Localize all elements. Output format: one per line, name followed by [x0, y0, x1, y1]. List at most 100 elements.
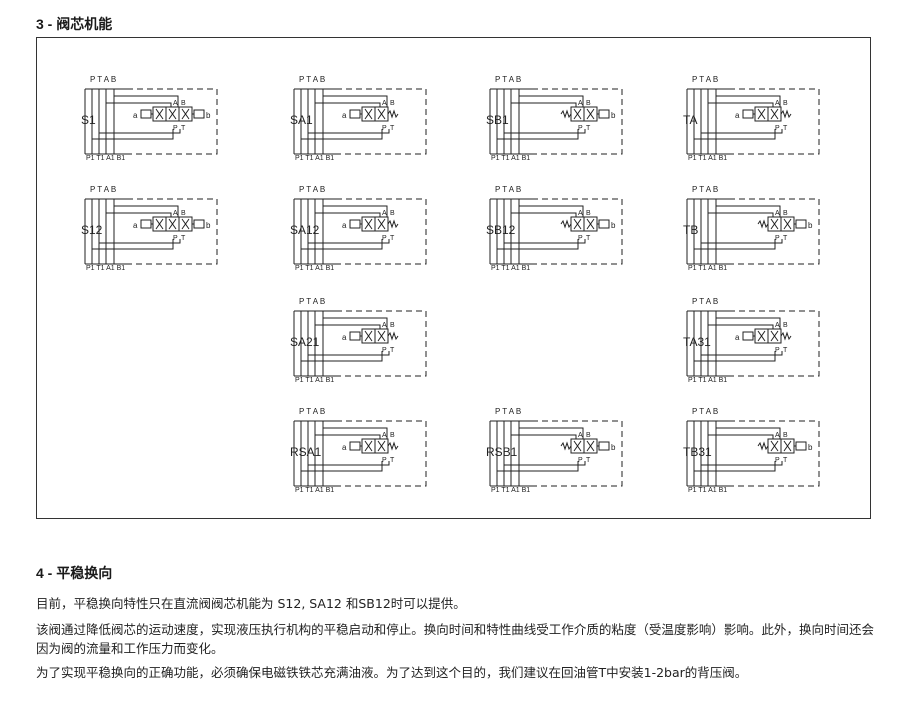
valve-body-outline [532, 420, 623, 487]
spool-port-a: A [173, 210, 178, 217]
line-a [511, 102, 577, 107]
flow-arrow [377, 218, 386, 230]
spool-port-a: A [578, 100, 583, 107]
port-labels-bottom: P1 T1 A1 B1 [86, 155, 125, 162]
solenoid-b [598, 441, 610, 451]
flow-arrow [573, 218, 582, 230]
solenoid-a [349, 441, 361, 451]
valve-body-outline [127, 198, 218, 265]
spool-label: S1 [81, 113, 96, 127]
port-labels-top: P T A B [299, 297, 325, 306]
spool-port-a: A [775, 100, 780, 107]
line-a [315, 324, 381, 329]
port-labels-bottom: P1 T1 A1 B1 [688, 487, 727, 494]
spool-port-a: A [173, 100, 178, 107]
spool-port-b: B [783, 210, 788, 217]
coil-label-a: a [735, 111, 740, 120]
flow-arrow [770, 108, 779, 120]
valve-body-outline [127, 88, 218, 155]
spring-right [387, 109, 399, 119]
coil-label-a: a [342, 443, 347, 452]
flow-arrow [181, 218, 190, 230]
port-labels-top: P T A B [495, 407, 521, 416]
spool-port-b: B [586, 210, 591, 217]
line-p [694, 239, 776, 250]
valve-body-outline [729, 420, 820, 487]
port-labels-top: P T A B [90, 185, 116, 194]
spring-right [387, 441, 399, 451]
line-b [519, 95, 584, 107]
spool-port-a: A [775, 432, 780, 439]
paragraph-1: 目前，平稳换向特性只在直流阀阀芯机能为 S12, SA12 和SB12时可以提供… [36, 596, 466, 611]
coil-label-b: b [611, 221, 616, 230]
port-labels-bottom: P1 T1 A1 B1 [295, 377, 334, 384]
solenoid-a [349, 219, 361, 229]
line-p [694, 129, 776, 140]
spool-port-p: P [173, 235, 178, 242]
flow-arrow [377, 330, 386, 342]
line-a [106, 102, 172, 107]
line-t [701, 351, 783, 356]
flow-arrow [770, 218, 779, 230]
flow-arrow [168, 218, 177, 230]
spool-port-b: B [783, 432, 788, 439]
flow-arrow [364, 218, 373, 230]
line-t [99, 239, 181, 244]
spool-port-a: A [382, 322, 387, 329]
flow-arrow [364, 108, 373, 120]
line-p [92, 129, 174, 140]
line-a [511, 434, 577, 439]
line-p [301, 461, 383, 472]
line-a [708, 324, 774, 329]
coil-label-b: b [206, 221, 211, 230]
line-p [694, 461, 776, 472]
spool-port-a: A [578, 210, 583, 217]
line-b [519, 427, 584, 439]
flow-arrow [181, 108, 190, 120]
solenoid-a [742, 331, 754, 341]
valve-body-outline [336, 88, 427, 155]
spool-port-t: T [390, 457, 395, 464]
line-a [708, 212, 774, 217]
spring-left [757, 441, 769, 451]
spool-port-p: P [382, 457, 387, 464]
solenoid-a [140, 109, 152, 119]
spool-label: TB31 [683, 445, 712, 459]
port-labels-top: P T A B [692, 185, 718, 194]
spool-port-b: B [181, 100, 186, 107]
port-labels-bottom: P1 T1 A1 B1 [295, 155, 334, 162]
solenoid-a [349, 109, 361, 119]
line-b [716, 427, 781, 439]
flow-arrow [573, 440, 582, 452]
spool-port-a: A [382, 432, 387, 439]
line-a [315, 434, 381, 439]
flow-arrow [155, 218, 164, 230]
port-labels-top: P T A B [299, 75, 325, 84]
line-b [323, 95, 388, 107]
spool-port-t: T [390, 235, 395, 242]
spool-port-b: B [390, 322, 395, 329]
solenoid-b [598, 219, 610, 229]
spool-port-b: B [586, 432, 591, 439]
coil-label-b: b [206, 111, 211, 120]
line-t [308, 239, 390, 244]
port-labels-bottom: P1 T1 A1 B1 [688, 155, 727, 162]
spool-port-a: A [775, 210, 780, 217]
coil-label-b: b [808, 443, 813, 452]
valve-body-outline [729, 198, 820, 265]
flow-arrow [377, 108, 386, 120]
line-a [315, 212, 381, 217]
spool-port-a: A [578, 432, 583, 439]
line-b [323, 317, 388, 329]
valve-body-outline [532, 88, 623, 155]
flow-arrow [757, 108, 766, 120]
spool-port-b: B [181, 210, 186, 217]
flow-arrow [757, 330, 766, 342]
